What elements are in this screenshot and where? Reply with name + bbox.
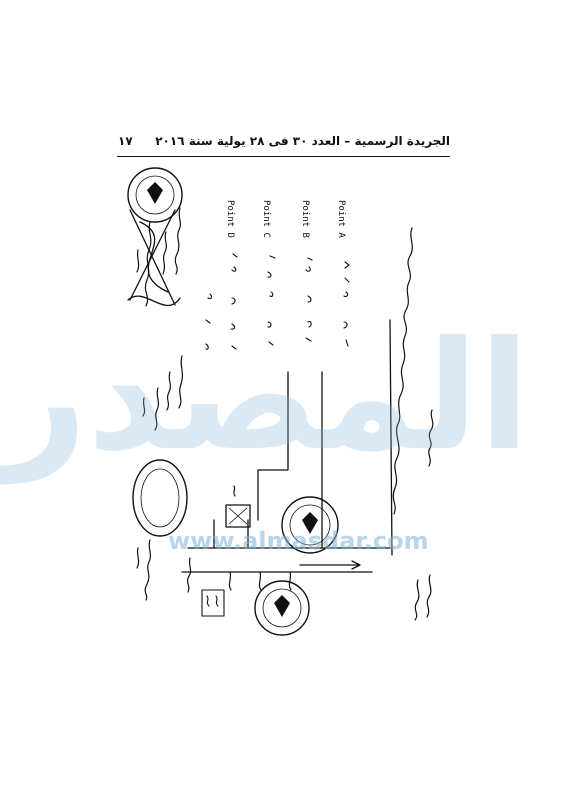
- boxed-note: [201, 589, 225, 617]
- point-label-b: Point B: [300, 200, 310, 238]
- eagle-seal-icon: [127, 167, 183, 223]
- header-rule: [117, 156, 450, 157]
- handwritten-notes: [136, 207, 434, 621]
- eagle-seal-icon: [254, 580, 310, 636]
- page-header: الجريدة الرسمية – العدد ٣٠ فى ٢٨ يولية س…: [118, 130, 450, 152]
- watermark-text: المصدر: [0, 310, 530, 484]
- running-title: الجريدة الرسمية – العدد ٣٠ فى ٢٨ يولية س…: [155, 134, 450, 148]
- coordinate-scribbles: [205, 253, 350, 350]
- signature-scribbles: [127, 209, 181, 306]
- point-label-d: Point D: [225, 200, 235, 238]
- eagle-seal-icon: [132, 459, 188, 537]
- page-number: ١٧: [118, 134, 133, 148]
- point-table: Point A Point B Point C Point D: [225, 200, 346, 239]
- watermark-url: www.almasdar.com: [168, 527, 429, 555]
- eagle-seal-icon: [281, 496, 339, 554]
- plot-lines: [181, 319, 393, 573]
- point-label-c: Point C: [261, 200, 271, 238]
- point-label-a: Point A: [336, 200, 346, 239]
